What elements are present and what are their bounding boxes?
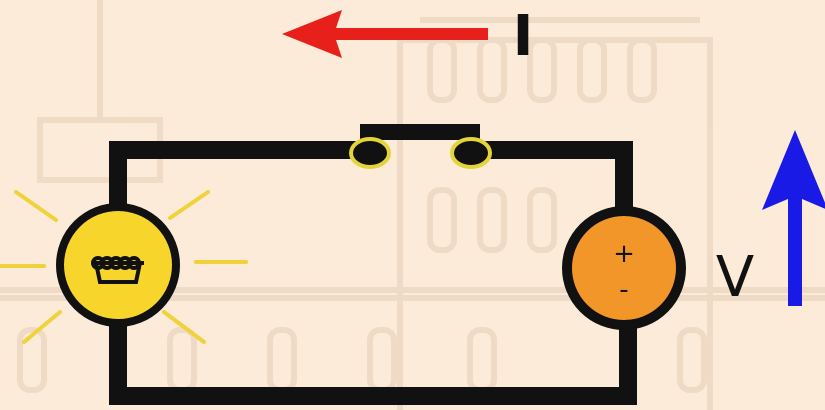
incandescent-filament-icon [56, 203, 180, 327]
voltage-label: V [716, 245, 754, 310]
voltage-arrow [762, 130, 825, 306]
current-arrow [282, 10, 488, 58]
voltage-source [562, 206, 686, 330]
bulb-glow-rays [0, 190, 248, 344]
switch-contact-right [450, 137, 492, 169]
wire-bottom [109, 300, 637, 405]
source-minus-sign: - [619, 275, 628, 305]
current-label: I [513, 4, 534, 69]
closed-switch-icon [349, 124, 492, 169]
dc-voltage-source-icon: + - [562, 206, 686, 330]
switch-contact-left [349, 137, 391, 169]
source-plus-sign: + [613, 239, 635, 269]
bulb-filament [91, 256, 144, 284]
